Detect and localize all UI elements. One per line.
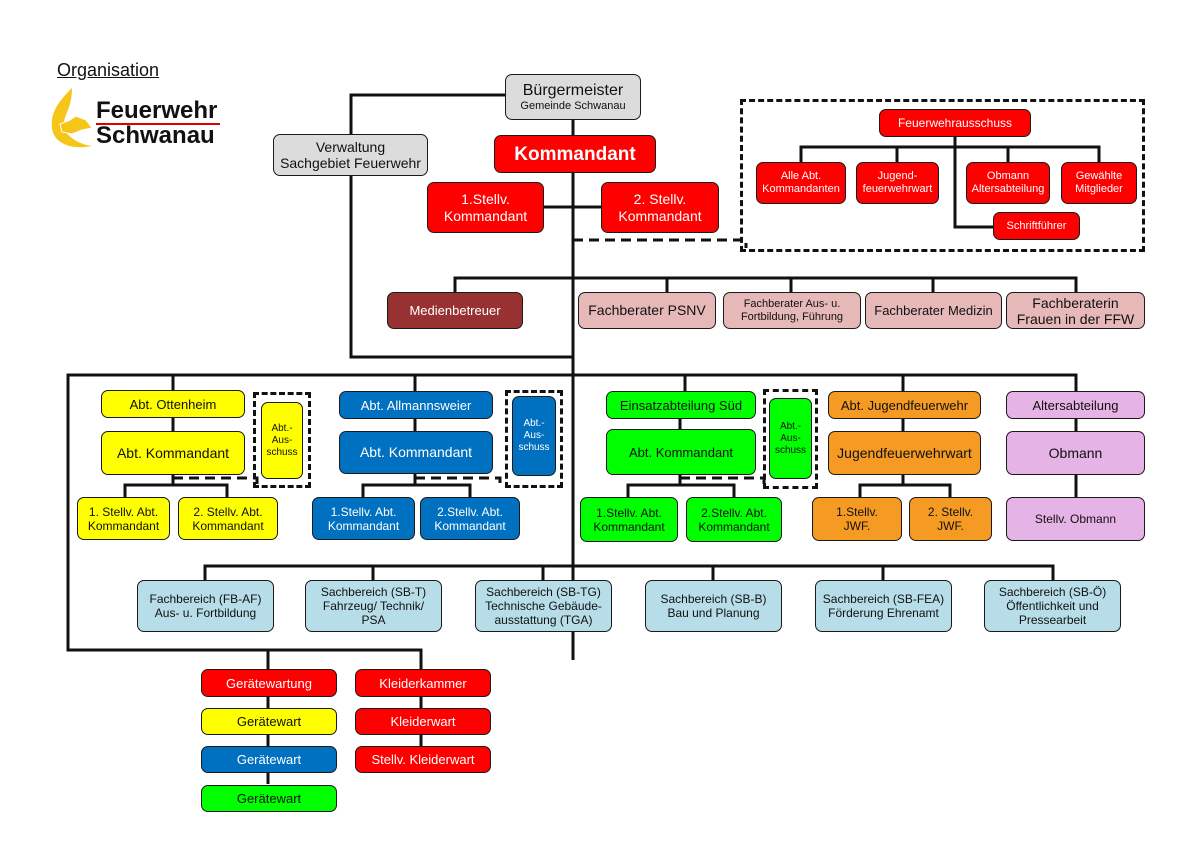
equipment-keeper[interactable]: Gerätewart (201, 746, 337, 773)
equipment-title[interactable]: Gerätewartung (201, 669, 337, 697)
department-committee[interactable]: Abt.- Aus- schuss (512, 396, 556, 476)
section-box[interactable]: Sachbereich (SB-TG) Technische Gebäude- … (475, 580, 612, 632)
clothing-keeper-deputy[interactable]: Stellv. Kleiderwart (355, 746, 491, 773)
committee-secretary[interactable]: Schriftführer (993, 212, 1080, 240)
department-committee[interactable]: Abt.- Aus- schuss (769, 398, 812, 479)
page-title: Organisation (57, 60, 160, 80)
media-officer-box[interactable]: Medienbetreuer (387, 292, 523, 329)
section-box[interactable]: Sachbereich (SB-FEA) Förderung Ehrenamt (815, 580, 952, 632)
department-deputy[interactable]: 2. Stellv. Abt. Kommandant (178, 497, 278, 540)
committee-title[interactable]: Feuerwehrausschuss (879, 109, 1031, 137)
equipment-keeper[interactable]: Gerätewart (201, 785, 337, 812)
mayor-box[interactable]: Bürgermeister Gemeinde Schwanau (505, 74, 641, 120)
department-name[interactable]: Abt. Allmannsweier (339, 391, 493, 419)
department-deputy[interactable]: Stellv. Obmann (1006, 497, 1145, 541)
department-name[interactable]: Abt. Jugendfeuerwehr (828, 391, 981, 419)
department-name[interactable]: Einsatzabteilung Süd (606, 391, 756, 419)
department-committee[interactable]: Abt.- Aus- schuss (261, 402, 303, 479)
department-head[interactable]: Obmann (1006, 431, 1145, 475)
administration-box[interactable]: Verwaltung Sachgebiet Feuerwehr (273, 134, 428, 176)
clothing-keeper[interactable]: Kleiderwart (355, 708, 491, 735)
department-deputy[interactable]: 1.Stellv. Abt. Kommandant (312, 497, 415, 540)
department-head[interactable]: Jugendfeuerwehrwart (828, 431, 981, 475)
deputy-commander-1[interactable]: 1.Stellv. Kommandant (427, 182, 544, 233)
flame-lion-icon (51, 88, 93, 148)
mayor-subtitle: Gemeinde Schwanau (520, 99, 626, 112)
advisor-box[interactable]: Fachberater Aus- u. Fortbildung, Führung (723, 292, 861, 329)
department-head[interactable]: Abt. Kommandant (339, 431, 493, 474)
committee-frame (740, 99, 1145, 252)
committee-member[interactable]: Gewählte Mitglieder (1061, 162, 1137, 204)
deputy-commander-2[interactable]: 2. Stellv. Kommandant (601, 182, 719, 233)
department-deputy[interactable]: 2. Stellv. JWF. (909, 497, 992, 541)
committee-member[interactable]: Jugend- feuerwehrwart (856, 162, 939, 204)
department-name[interactable]: Altersabteilung (1006, 391, 1145, 419)
department-deputy[interactable]: 1. Stellv. Abt. Kommandant (77, 497, 170, 540)
advisor-box[interactable]: Fachberater Medizin (865, 292, 1002, 329)
department-committee-frame (505, 390, 563, 488)
department-deputy[interactable]: 2.Stellv. Abt. Kommandant (420, 497, 520, 540)
department-name[interactable]: Abt. Ottenheim (101, 390, 245, 418)
department-committee-frame (253, 392, 311, 488)
department-deputy[interactable]: 1.Stellv. Abt. Kommandant (580, 497, 678, 542)
section-box[interactable]: Sachbereich (SB-Ö) Öffentlichkeit und Pr… (984, 580, 1121, 632)
logo-line2: Schwanau (96, 122, 215, 149)
commander-box[interactable]: Kommandant (494, 135, 656, 173)
advisor-box[interactable]: Fachberater PSNV (578, 292, 716, 329)
mayor-title: Bürgermeister (522, 81, 624, 99)
logo-underline (96, 123, 220, 125)
department-head[interactable]: Abt. Kommandant (606, 429, 756, 475)
logo-wordmark: Feuerwehr Schwanau (96, 98, 217, 148)
logo-line1: Feuerwehr (96, 97, 218, 124)
advisor-box[interactable]: Fachberaterin Frauen in der FFW (1006, 292, 1145, 329)
section-box[interactable]: Sachbereich (SB-T) Fahrzeug/ Technik/ PS… (305, 580, 442, 632)
clothing-title[interactable]: Kleiderkammer (355, 669, 491, 697)
department-committee-frame (763, 389, 818, 489)
section-box[interactable]: Fachbereich (FB-AF) Aus- u. Fortbildung (137, 580, 274, 632)
department-deputy[interactable]: 1.Stellv. JWF. (812, 497, 902, 541)
committee-member[interactable]: Alle Abt. Kommandanten (756, 162, 846, 204)
section-box[interactable]: Sachbereich (SB-B) Bau und Planung (645, 580, 782, 632)
committee-member[interactable]: Obmann Altersabteilung (966, 162, 1050, 204)
equipment-keeper[interactable]: Gerätewart (201, 708, 337, 735)
department-head[interactable]: Abt. Kommandant (101, 431, 245, 475)
department-deputy[interactable]: 2.Stellv. Abt. Kommandant (686, 497, 782, 542)
